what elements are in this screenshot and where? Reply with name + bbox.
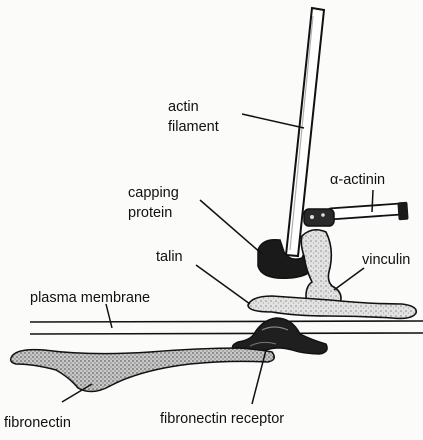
label-actin-line1: actin (168, 99, 199, 115)
label-actin-line2: filament (168, 119, 219, 135)
leader-plasma-membrane (106, 304, 112, 328)
leader-actin (242, 114, 304, 128)
labels: actin filament α-actinin capping protein… (4, 99, 410, 431)
plasma-membrane (30, 321, 423, 334)
label-fibronectin-receptor: fibronectin receptor (160, 411, 284, 427)
leader-alpha-actinin (372, 190, 373, 212)
leader-capping (200, 200, 262, 254)
leader-vinculin (334, 268, 364, 290)
label-capping-line2: protein (128, 205, 172, 221)
fibronectin (11, 348, 275, 392)
label-plasma-membrane: plasma membrane (30, 290, 150, 306)
label-talin: talin (156, 249, 183, 265)
label-capping-line1: capping (128, 185, 179, 201)
leader-talin (196, 265, 250, 304)
alpha-actinin (304, 202, 409, 226)
label-fibronectin: fibronectin (4, 415, 71, 431)
label-vinculin: vinculin (362, 252, 410, 268)
label-alpha-actinin: α-actinin (330, 172, 385, 188)
